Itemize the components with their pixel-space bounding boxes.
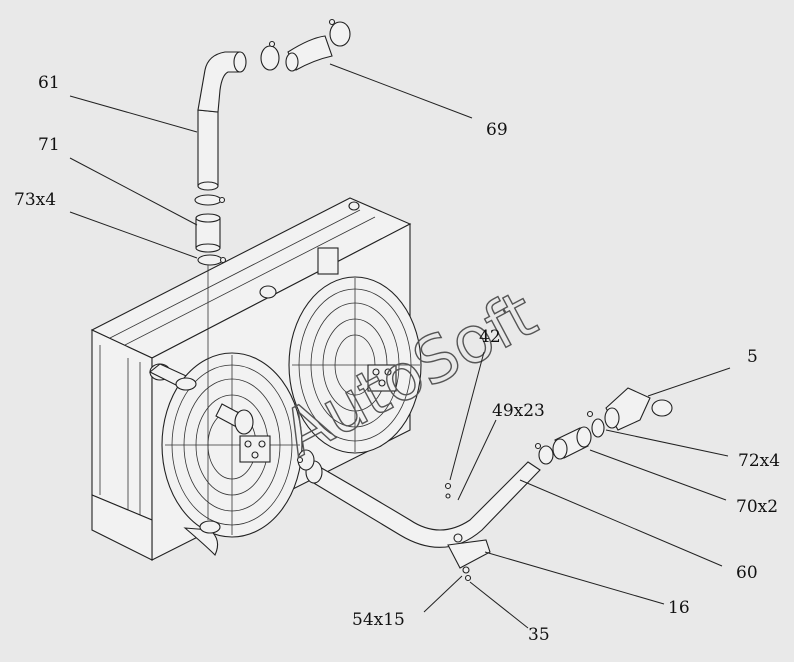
leader-lines: [69, 63, 731, 629]
callout-16: 16: [668, 598, 690, 618]
lower-pipe-assembly: [296, 387, 673, 582]
upper-hose-stack: [194, 18, 351, 520]
callout-72x4: 72x4: [738, 451, 780, 471]
fan-right: [288, 276, 422, 454]
callout-49x23: 49x23: [492, 401, 545, 421]
callout-35: 35: [528, 625, 550, 645]
callout-60: 60: [736, 563, 758, 583]
callout-71: 71: [38, 135, 60, 155]
callout-54x15: 54x15: [352, 610, 405, 630]
lower-outlet-pipe: [175, 377, 254, 556]
callout-70x2: 70x2: [736, 497, 778, 517]
fan-left: [161, 352, 303, 538]
callout-61: 61: [38, 73, 60, 93]
callout-labels: 61 71 73x4 69 42 49x23 5 72x4 70x2 60 16…: [14, 73, 780, 645]
callout-42: 42: [479, 327, 501, 347]
callout-73x4: 73x4: [14, 190, 56, 210]
callout-5: 5: [747, 347, 758, 367]
callout-69: 69: [486, 120, 508, 140]
